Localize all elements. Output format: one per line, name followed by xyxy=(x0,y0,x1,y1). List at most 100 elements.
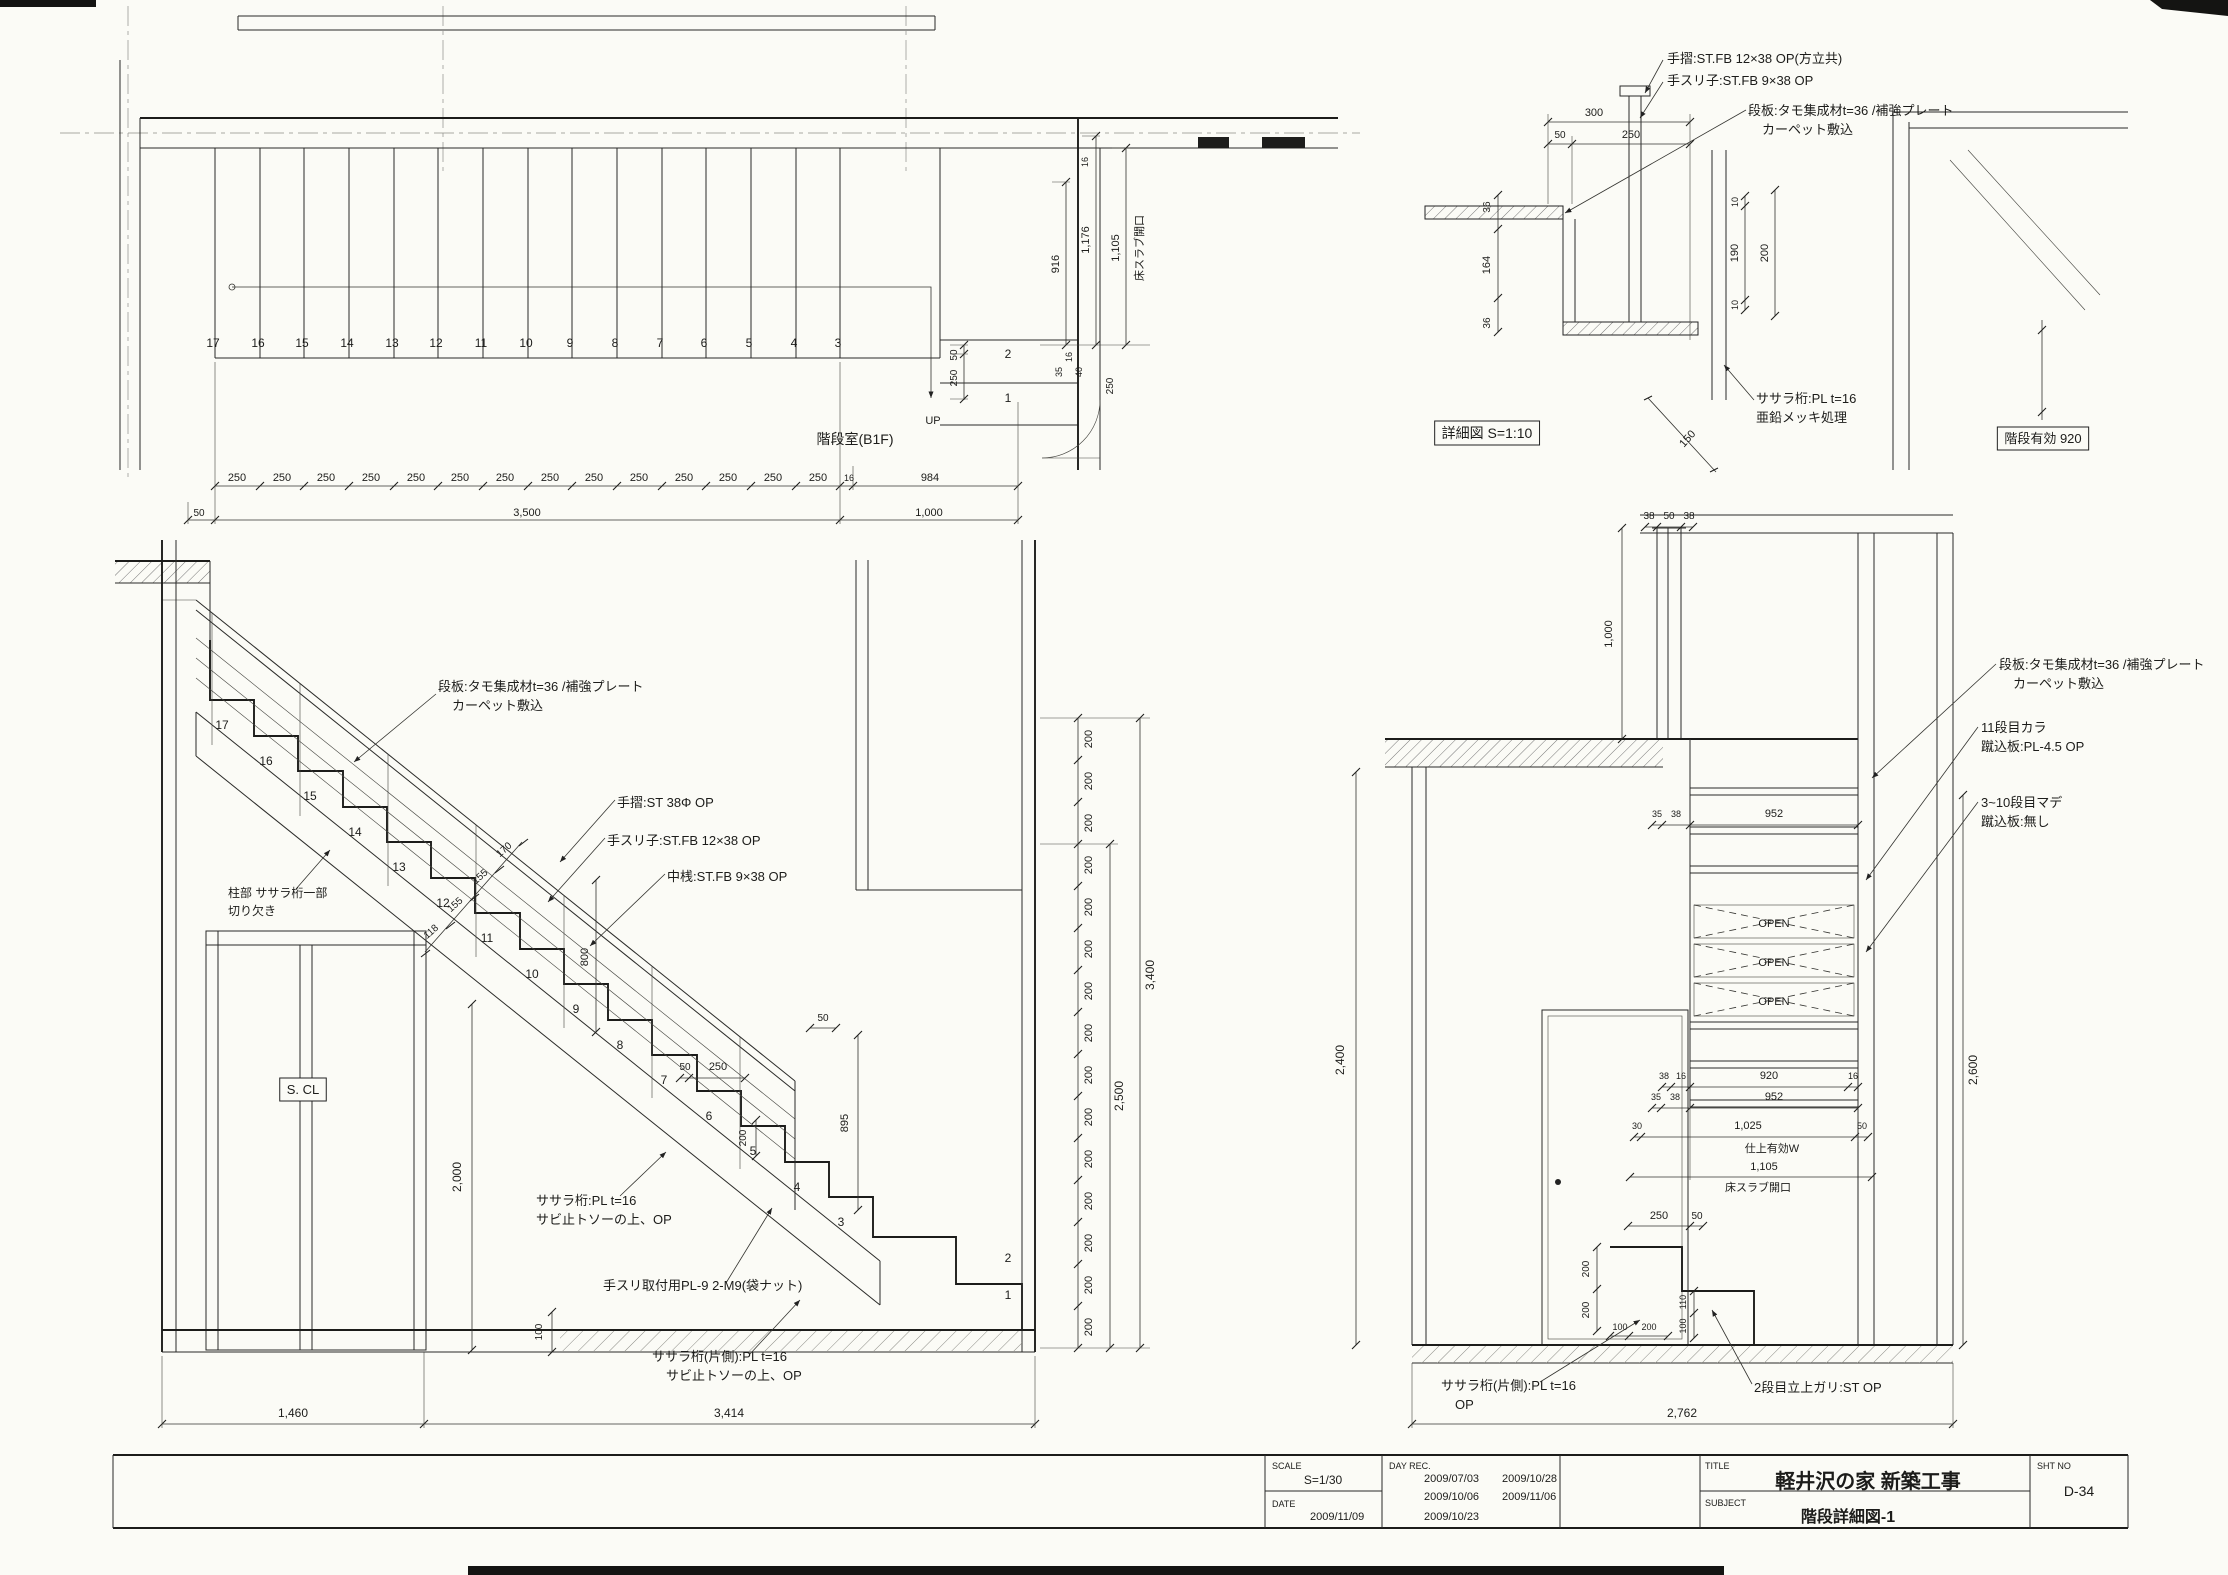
section-text-11: 6 xyxy=(706,1109,713,1123)
up-direction-label: UP xyxy=(925,415,940,427)
elevation-text-27: 200 xyxy=(1581,1260,1592,1277)
detail-text-10: 10 xyxy=(1730,197,1740,207)
plan-text-24: 250 xyxy=(451,472,469,484)
elevation-text-35: 2段目立上ガリ:ST OP xyxy=(1754,1380,1882,1395)
elevation-text-4: 35 xyxy=(1652,809,1662,819)
plan-text-14: 3 xyxy=(835,336,842,350)
section-text-14: 3 xyxy=(838,1215,845,1229)
elevation-text-9: OPEN xyxy=(1758,996,1789,1008)
plan-text-31: 250 xyxy=(764,472,782,484)
plan-text-46: 1,176 xyxy=(1080,226,1092,254)
section-text-9: 8 xyxy=(617,1038,624,1052)
section-text-45: 200 xyxy=(1083,856,1095,874)
title_block-text-5: 2009/10/06 xyxy=(1424,1491,1479,1503)
plan-text-40: 16 xyxy=(1064,352,1074,362)
detail-text-8: 164 xyxy=(1481,256,1493,274)
plan-text-4: 13 xyxy=(385,336,399,350)
elevation-text-2: 38 xyxy=(1683,511,1695,522)
detail-text-6: 250 xyxy=(1622,129,1640,141)
elevation-text-3: 1,000 xyxy=(1603,620,1615,648)
section-text-4: 13 xyxy=(392,860,406,874)
elevation-text-16: 952 xyxy=(1765,1091,1783,1103)
plan-text-23: 250 xyxy=(407,472,425,484)
section-text-0: 17 xyxy=(215,718,229,732)
section-text-51: 200 xyxy=(1083,1108,1095,1126)
section-text-28: ササラ桁(片側):PL t=16 xyxy=(652,1349,787,1364)
title_block-text-2: DAY REC. xyxy=(1389,1461,1431,1471)
drawing-subject: 階段詳細図-1 xyxy=(1801,1507,1895,1526)
elevation-text-8: OPEN xyxy=(1758,957,1789,969)
plan-text-5: 12 xyxy=(429,336,443,350)
section-text-41: 100 xyxy=(534,1323,545,1340)
plan-text-6: 11 xyxy=(475,336,488,350)
section-text-38: 250 xyxy=(709,1061,727,1073)
section-text-2: 15 xyxy=(303,789,317,803)
title_block-text-10: TITLE xyxy=(1705,1461,1730,1471)
detail-text-11: 190 xyxy=(1729,244,1741,262)
section-text-34: 800 xyxy=(579,948,591,966)
elevation-text-6: 952 xyxy=(1765,808,1783,820)
plan-text-16: 1 xyxy=(1005,391,1012,405)
detail-text-3: カーペット敷込 xyxy=(1762,122,1853,137)
section-text-19: 手摺:ST 38Φ OP xyxy=(617,795,714,810)
elevation-text-17: 30 xyxy=(1632,1121,1642,1131)
section-text-57: 3,400 xyxy=(1143,960,1157,990)
plan-text-28: 250 xyxy=(630,472,648,484)
plan-text-36: 1,000 xyxy=(915,507,943,519)
view-title-detail: 詳細図 S=1:10 xyxy=(1442,425,1533,441)
plan-text-34: 984 xyxy=(921,472,939,484)
title_block-text-14: SHT NO xyxy=(2037,1461,2071,1471)
closet-label-box xyxy=(279,1077,327,1102)
plan-text-48: 床スラブ開口 xyxy=(1132,215,1146,281)
plan-text-15: 2 xyxy=(1005,347,1012,361)
section-text-46: 200 xyxy=(1083,898,1095,916)
detail-text-4: 300 xyxy=(1585,107,1603,119)
section-text-25: ササラ桁:PL t=16 xyxy=(536,1193,636,1208)
plan-text-35: 3,500 xyxy=(513,507,541,519)
plan-text-29: 250 xyxy=(675,472,693,484)
elevation-text-31: 110 xyxy=(1678,1295,1688,1309)
plan-text-47: 1,105 xyxy=(1110,234,1122,262)
section-text-44: 200 xyxy=(1083,814,1095,832)
plan-text-38: 50 xyxy=(949,349,960,361)
detail-text-2: 段板:タモ集成材t=36 /補強プレート xyxy=(1748,103,1954,118)
section-text-55: 200 xyxy=(1083,1276,1095,1294)
elevation-text-1: 50 xyxy=(1663,511,1675,522)
plan-text-39: 250 xyxy=(949,369,960,386)
view-title-plan: 階段室(B1F) xyxy=(817,431,894,447)
elevation-text-34: OP xyxy=(1455,1397,1474,1412)
detail-text-17: 150 xyxy=(1677,428,1698,450)
title_block-text-4: 2009/10/28 xyxy=(1502,1473,1557,1485)
elevation-text-22: 床スラブ開口 xyxy=(1725,1180,1791,1194)
plan-text-43: 250 xyxy=(1105,377,1116,394)
section-text-13: 4 xyxy=(794,1180,801,1194)
stair-clear-width-box xyxy=(1996,426,2090,451)
plan-text-33: 16 xyxy=(844,473,854,483)
detail-text-1: 手スリ子:ST.FB 9×38 OP xyxy=(1667,73,1813,88)
section-text-32: 155 xyxy=(470,867,490,887)
elevation-text-12: 920 xyxy=(1760,1070,1778,1082)
sheet-no: D-34 xyxy=(2064,1483,2095,1499)
plan-text-26: 250 xyxy=(541,472,559,484)
title_block-text-12: SUBJECT xyxy=(1705,1498,1747,1508)
title_block-text-6: 2009/11/06 xyxy=(1502,1491,1556,1503)
elevation-text-13: 16 xyxy=(1848,1071,1858,1081)
elevation-text-32: 100 xyxy=(1678,1318,1688,1333)
section-text-33: 170 xyxy=(494,840,514,860)
scale-value: S=1/30 xyxy=(1304,1473,1343,1487)
plan-text-22: 250 xyxy=(362,472,380,484)
section-text-6: 11 xyxy=(481,931,494,945)
plan-text-2: 15 xyxy=(295,336,309,350)
section-text-50: 200 xyxy=(1083,1066,1095,1084)
elevation-text-39: 11段目カラ xyxy=(1981,720,2047,735)
section-text-56: 200 xyxy=(1083,1318,1095,1336)
section-text-60: 3,414 xyxy=(714,1406,744,1420)
section-view xyxy=(115,540,1150,1429)
plan-view xyxy=(60,6,1360,525)
section-text-30: 118 xyxy=(422,922,442,941)
section-text-3: 14 xyxy=(348,825,362,839)
elevation-text-23: 2,400 xyxy=(1333,1045,1347,1075)
elevation-text-5: 38 xyxy=(1671,809,1681,819)
elevation-text-24: 2,600 xyxy=(1966,1055,1980,1085)
elevation-text-28: 200 xyxy=(1581,1301,1592,1318)
